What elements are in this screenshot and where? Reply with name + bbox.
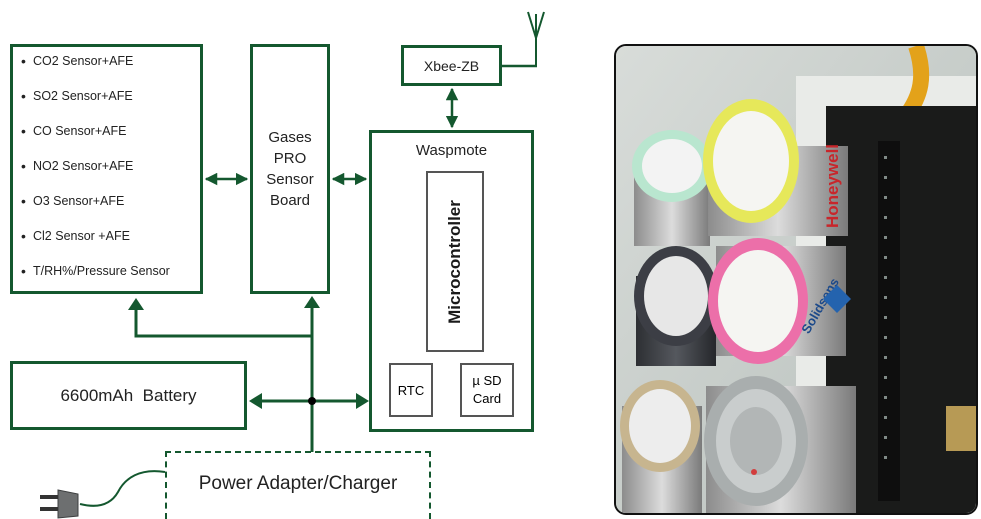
antenna-icon [527, 11, 545, 66]
honeywell-label: Honeywell [823, 144, 842, 228]
sd-card-line-1: µ SD [472, 373, 502, 388]
sd-card-line-2: Card [472, 391, 502, 406]
sensor-can-yellow: Honeywell [703, 99, 848, 236]
power-junction [308, 397, 316, 405]
battery-label: 6600mAh Battery [60, 385, 197, 405]
sensor-item-o3: O3 Sensor+AFE [21, 192, 170, 227]
battery-box: 6600mAh Battery [10, 361, 247, 430]
rtc-label: RTC [397, 382, 425, 398]
power-cord [79, 470, 166, 507]
sensor-item-t-rh-pressure: T/RH%/Pressure Sensor [21, 262, 170, 297]
sensor-list: CO2 Sensor+AFE SO2 Sensor+AFE CO Sensor+… [21, 52, 170, 297]
sensor-item-cl2: Cl2 Sensor +AFE [21, 227, 170, 262]
sensor-item-no2: NO2 Sensor+AFE [21, 157, 170, 192]
xbee-box: Xbee-ZB [401, 45, 502, 86]
sensor-item-co: CO Sensor+AFE [21, 122, 170, 157]
sensor-can-tan [620, 380, 702, 513]
device-photo: Honeywell Solidsens [614, 44, 978, 515]
arrow-to-battery [249, 393, 262, 409]
header-pins [878, 141, 900, 501]
sensor-can-pink: Solidsens [708, 238, 851, 364]
solidsense-logo-icon [823, 285, 851, 313]
power-adapter-box: Power Adapter/Charger [165, 451, 431, 519]
sensor-board-box: Gases PRO Sensor Board [250, 44, 330, 294]
waspmote-box: Waspmote Microcontroller RTC µ SD Card [369, 130, 534, 432]
sd-card-label: µ SD Card [472, 372, 501, 408]
sensor-board-line-3: Sensor [266, 171, 314, 188]
sensor-board-line-2: PRO [273, 150, 307, 167]
sensor-can-dark [634, 246, 718, 366]
sensor-item-co2: CO2 Sensor+AFE [21, 52, 170, 87]
waspmote-label: Waspmote [415, 142, 488, 159]
arrow-to-board-power [304, 296, 320, 308]
xbee-label: Xbee-ZB [423, 57, 480, 74]
sensor-board-label: Gases PRO Sensor Board [266, 127, 314, 211]
pin-dots [884, 156, 887, 459]
sensor-list-box: CO2 Sensor+AFE SO2 Sensor+AFE CO Sensor+… [10, 44, 203, 294]
power-adapter-label: Power Adapter/Charger [198, 473, 398, 494]
rtc-box: RTC [389, 363, 433, 417]
arrow-to-sensors-power [128, 298, 144, 310]
sensor-can-mint [632, 130, 712, 246]
sensor-board-line-1: Gases [268, 129, 312, 146]
microcontroller-label: Microcontroller [445, 199, 464, 324]
sensor-board-line-4: Board [269, 192, 311, 209]
brass-standoff [946, 406, 976, 451]
sensor-can-steel [704, 376, 856, 513]
arrow-to-waspmote-power [356, 393, 369, 409]
plug-icon [40, 489, 79, 519]
sd-card-box: µ SD Card [460, 363, 514, 417]
microcontroller-box: Microcontroller [426, 171, 484, 352]
device-photo-drawing: Honeywell Solidsens [616, 46, 976, 513]
sensor-item-so2: SO2 Sensor+AFE [21, 87, 170, 122]
